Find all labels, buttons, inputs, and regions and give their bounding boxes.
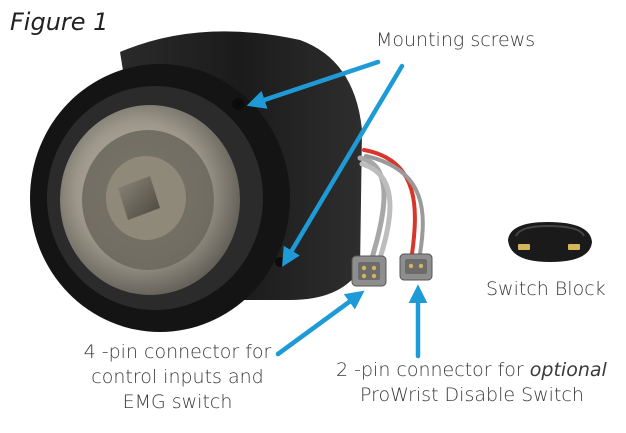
- cable-bundle: [357, 148, 425, 261]
- two-pin-connector: [399, 253, 433, 281]
- label-two-pin-prefix: 2 -pin connector for: [336, 359, 530, 381]
- cable-gray-2: [359, 161, 393, 261]
- motor-unit: [30, 31, 362, 332]
- label-four-pin-connector: 4 -pin connector for control inputs and …: [70, 340, 285, 415]
- label-four-pin-line1: 4 -pin connector for: [83, 341, 272, 363]
- cable-gray-3: [364, 154, 425, 256]
- arrow-four-pin: [275, 290, 365, 357]
- cable-red: [362, 148, 417, 256]
- label-switch-block: Switch Block: [486, 278, 606, 300]
- label-mounting-screws: Mounting screws: [376, 29, 536, 51]
- figure-title: Figure 1: [10, 8, 109, 36]
- label-four-pin-line2: control inputs and: [91, 366, 264, 388]
- arrow-screws-top: [246, 59, 381, 109]
- four-pin-connector: [351, 255, 387, 287]
- switch-block: [508, 222, 592, 262]
- callout-arrows: [246, 59, 428, 359]
- mounting-screw-top: [232, 98, 244, 110]
- arrow-screws-side: [282, 63, 405, 267]
- label-two-pin-emphasis: optional: [529, 359, 607, 381]
- motor-shaft: [118, 176, 160, 220]
- label-two-pin-connector: 2 -pin connector for optional ProWrist D…: [336, 358, 626, 408]
- label-two-pin-line2: ProWrist Disable Switch: [360, 384, 584, 406]
- cable-gray-1: [357, 155, 387, 261]
- label-four-pin-line3: EMG switch: [122, 391, 233, 413]
